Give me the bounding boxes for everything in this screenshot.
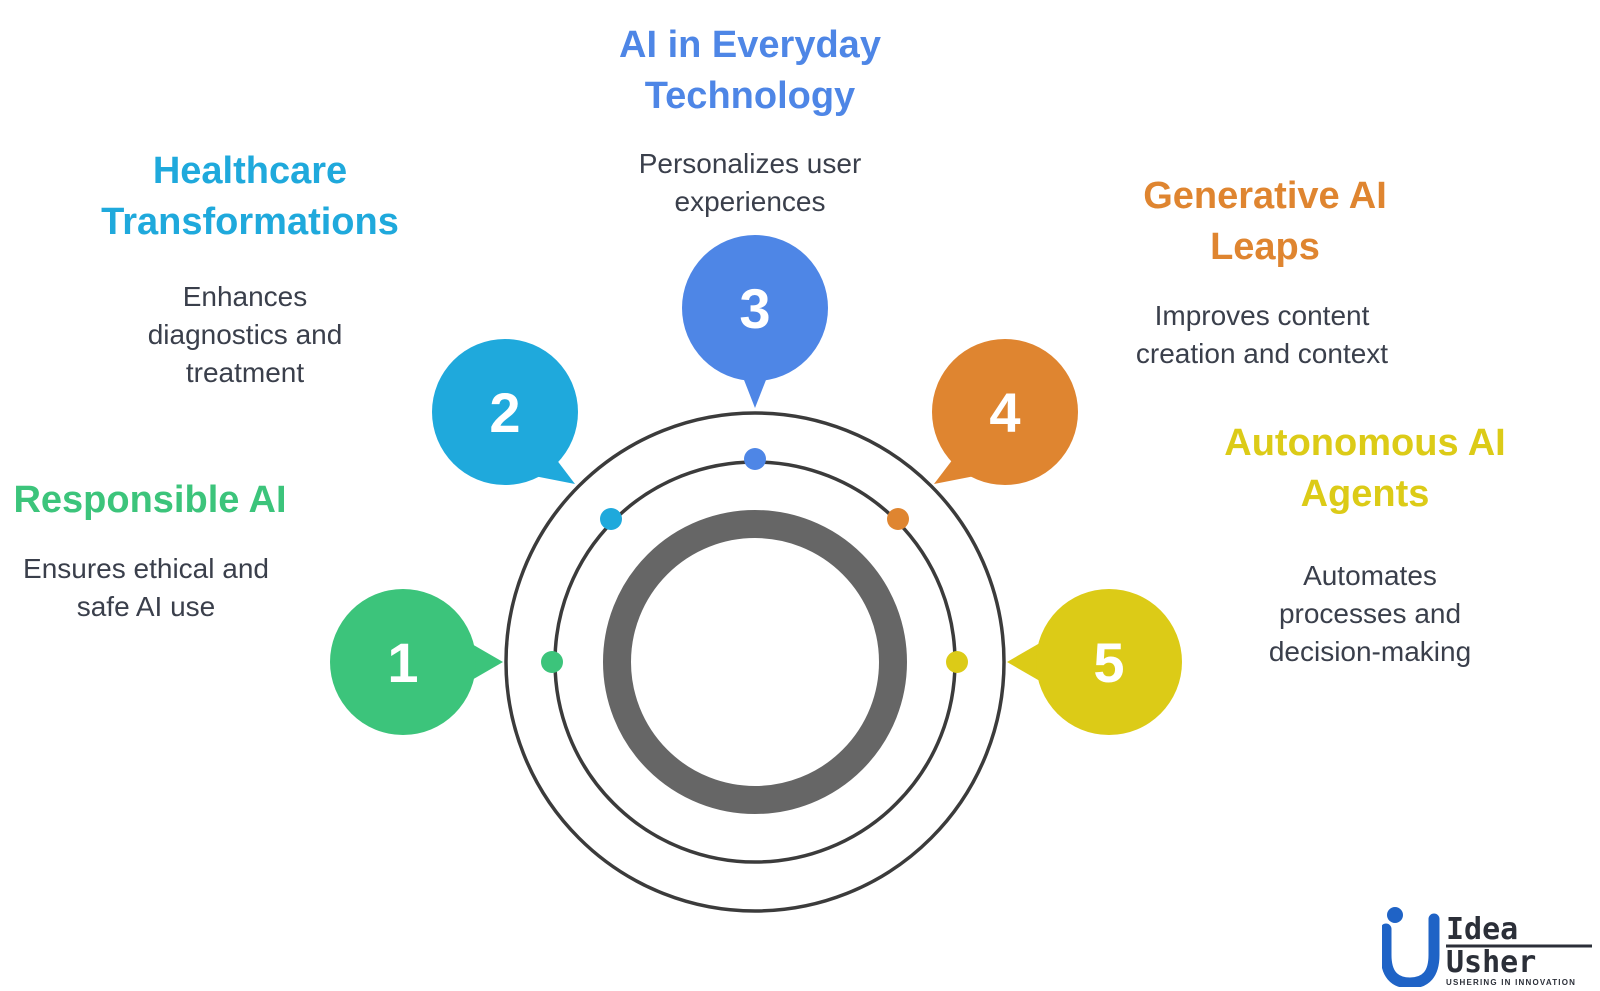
step-1-title: Responsible AI — [13, 479, 287, 521]
step-1-marker: 1 — [330, 589, 503, 735]
step-1-number: 1 — [387, 631, 418, 694]
step-5-dot — [946, 651, 968, 673]
step-1-dot — [541, 651, 563, 673]
idea-usher-logo: Idea Usher USHERING IN INNOVATION — [1382, 907, 1592, 987]
step-2-marker: 2 — [432, 339, 578, 485]
logo-tagline: USHERING IN INNOVATION — [1446, 978, 1576, 987]
step-5-marker-circle — [1036, 589, 1182, 735]
step-1-marker-circle — [330, 589, 476, 735]
step-3-description: Personalizes user experiences — [638, 148, 862, 217]
outer-ring — [504, 411, 1006, 913]
step-2-number: 2 — [489, 381, 520, 444]
step-2-description: Enhances diagnostics and treatment — [147, 281, 343, 388]
step-2-title: Healthcare Transformations — [101, 150, 399, 243]
step-1-description: Ensures ethical and safe AI use — [23, 553, 269, 622]
step-5-title: Autonomous AI Agents — [1224, 422, 1506, 515]
step-4-marker-circle — [932, 339, 1078, 485]
step-4-marker: 4 — [932, 339, 1078, 485]
step-5-number: 5 — [1093, 631, 1124, 694]
step-3-title: AI in Everyday Technology — [619, 24, 881, 117]
step-4-number: 4 — [989, 381, 1020, 444]
step-4-dot — [887, 508, 909, 530]
step-3-number: 3 — [739, 277, 770, 340]
logo-word-top: Idea — [1446, 912, 1518, 947]
logo-u-shape — [1382, 913, 1440, 987]
step-2-marker-circle — [432, 339, 578, 485]
step-5-marker: 5 — [1007, 589, 1182, 735]
step-4-description: Improves content creation and context — [1135, 300, 1389, 369]
logo-word-bottom: Usher — [1446, 945, 1536, 980]
step-4-title: Generative AI Leaps — [1143, 175, 1387, 268]
step-5-description: Automates processes and decision-making — [1268, 560, 1472, 667]
step-3-marker-circle — [682, 235, 828, 381]
logo-dot — [1387, 907, 1403, 923]
center-ring — [603, 510, 907, 814]
step-2-dot — [600, 508, 622, 530]
step-3-marker: 3 — [682, 235, 828, 408]
step-3-dot — [744, 448, 766, 470]
